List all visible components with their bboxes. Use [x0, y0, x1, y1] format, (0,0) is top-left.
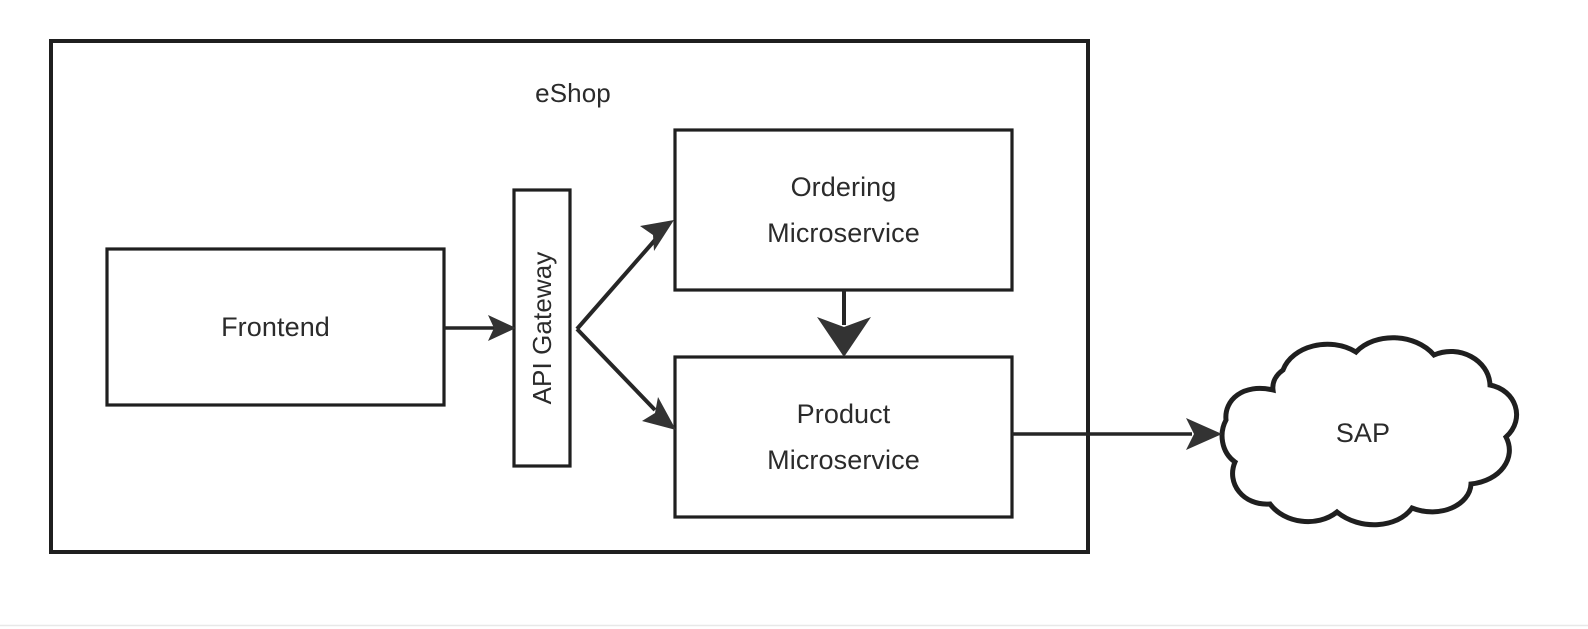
sap-cloud-shape[interactable]	[1219, 335, 1519, 528]
ordering-microservice-box[interactable]	[673, 128, 1014, 292]
api-gateway-box[interactable]	[512, 188, 572, 468]
edge-frontend-to-api-gateway	[444, 315, 516, 341]
edge-api-gateway-to-product	[575, 327, 676, 430]
frontend-box[interactable]	[105, 247, 446, 407]
edge-api-gateway-to-ordering	[575, 220, 674, 331]
edge-product-to-sap	[1012, 418, 1222, 450]
product-microservice-box[interactable]	[673, 355, 1014, 519]
edge-ordering-to-product	[817, 290, 871, 357]
